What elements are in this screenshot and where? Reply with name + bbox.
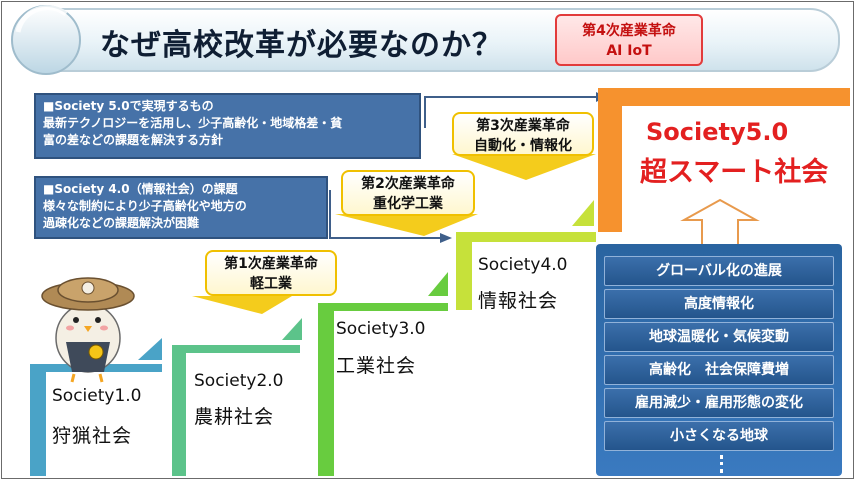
society-5-name: 超スマート社会 [640,157,829,188]
connector-arrowhead-society4 [440,233,452,243]
step-1-shape [30,364,162,476]
step-1-triangle [138,338,162,360]
step-4-shape [456,232,596,310]
revolution-3-sub: 自動化・情報化 [474,138,572,154]
society-3-name: 工業社会 [336,355,417,377]
connector-arrow-society5 [424,96,596,128]
society-3-code: Society3.0 [336,319,426,339]
issue-item: 地球温暖化・気候変動 [604,322,834,352]
step-3-triangle [428,272,448,296]
step-4-triangle [572,200,594,226]
banner-circle-icon [11,5,81,75]
info-society4-line1: 様々な制約により少子高齢化や地方の [43,199,247,213]
revolution-2-label: 第2次産業革命 重化学工業 [341,170,475,216]
issue-item: 小さくなる地球 [604,421,834,451]
revolution-2-title: 第2次産業革命 [361,176,455,192]
society-4-code: Society4.0 [478,255,568,275]
society-2-code: Society2.0 [194,371,284,391]
info-society4-heading: ■Society 4.0（情報社会）の課題 [43,182,238,196]
issue-item: 高齢化 社会保障費増 [604,355,834,385]
society-1-name: 狩猟社会 [52,425,133,447]
society-2-name: 農耕社会 [194,406,275,428]
revolution-3-label: 第3次産業革命 自動化・情報化 [452,112,594,156]
fourth-revolution-badge: 第4次産業革命 AI IoT [555,14,703,66]
society-1-code: Society1.0 [52,386,142,406]
step-2-triangle [282,318,302,340]
revolution-1-title: 第1次産業革命 [224,256,318,272]
revolution-1-arrow [192,296,292,314]
fourth-revolution-sub: AI IoT [606,43,652,59]
revolution-2-sub: 重化学工業 [373,196,443,212]
info-box-society4: ■Society 4.0（情報社会）の課題 様々な制約により少子高齢化や地方の … [34,176,328,239]
info-society5-heading: ■Society 5.0で実現するもの [43,99,214,113]
page-title: なぜ高校改革が必要なのか？ [100,28,503,63]
revolution-2-arrow [335,214,478,236]
up-arrow-icon [680,198,760,247]
info-box-society5: ■Society 5.0で実現するもの 最新テクノロジーを活用し、少子高齢化・地… [34,93,421,159]
revolution-3-title: 第3次産業革命 [476,118,570,134]
info-society5-line1: 最新テクノロジーを活用し、少子高齢化・地域格差・貧 [43,116,343,130]
connector-arrow-society4 [329,190,440,239]
revolution-1-sub: 軽工業 [250,276,292,292]
info-society4-line2: 過疎化などの課題解決が困難 [43,216,200,230]
step-5-shape [598,88,850,232]
step-2-shape [172,345,300,476]
info-society5-line2: 富の差などの課題を解決する方針 [43,133,224,147]
step-3-shape [318,303,448,476]
mascot-icon [41,277,135,383]
more-items-ellipsis [720,455,724,473]
society-5-code: Society5.0 [646,118,789,146]
society-4-name: 情報社会 [478,290,559,312]
fourth-revolution-title: 第4次産業革命 [582,23,676,39]
revolution-1-label: 第1次産業革命 軽工業 [205,250,337,296]
issue-item: グローバル化の進展 [604,256,834,286]
revolution-3-arrow [452,154,596,180]
issue-item: 雇用減少・雇用形態の変化 [604,388,834,418]
issue-item: 高度情報化 [604,289,834,319]
